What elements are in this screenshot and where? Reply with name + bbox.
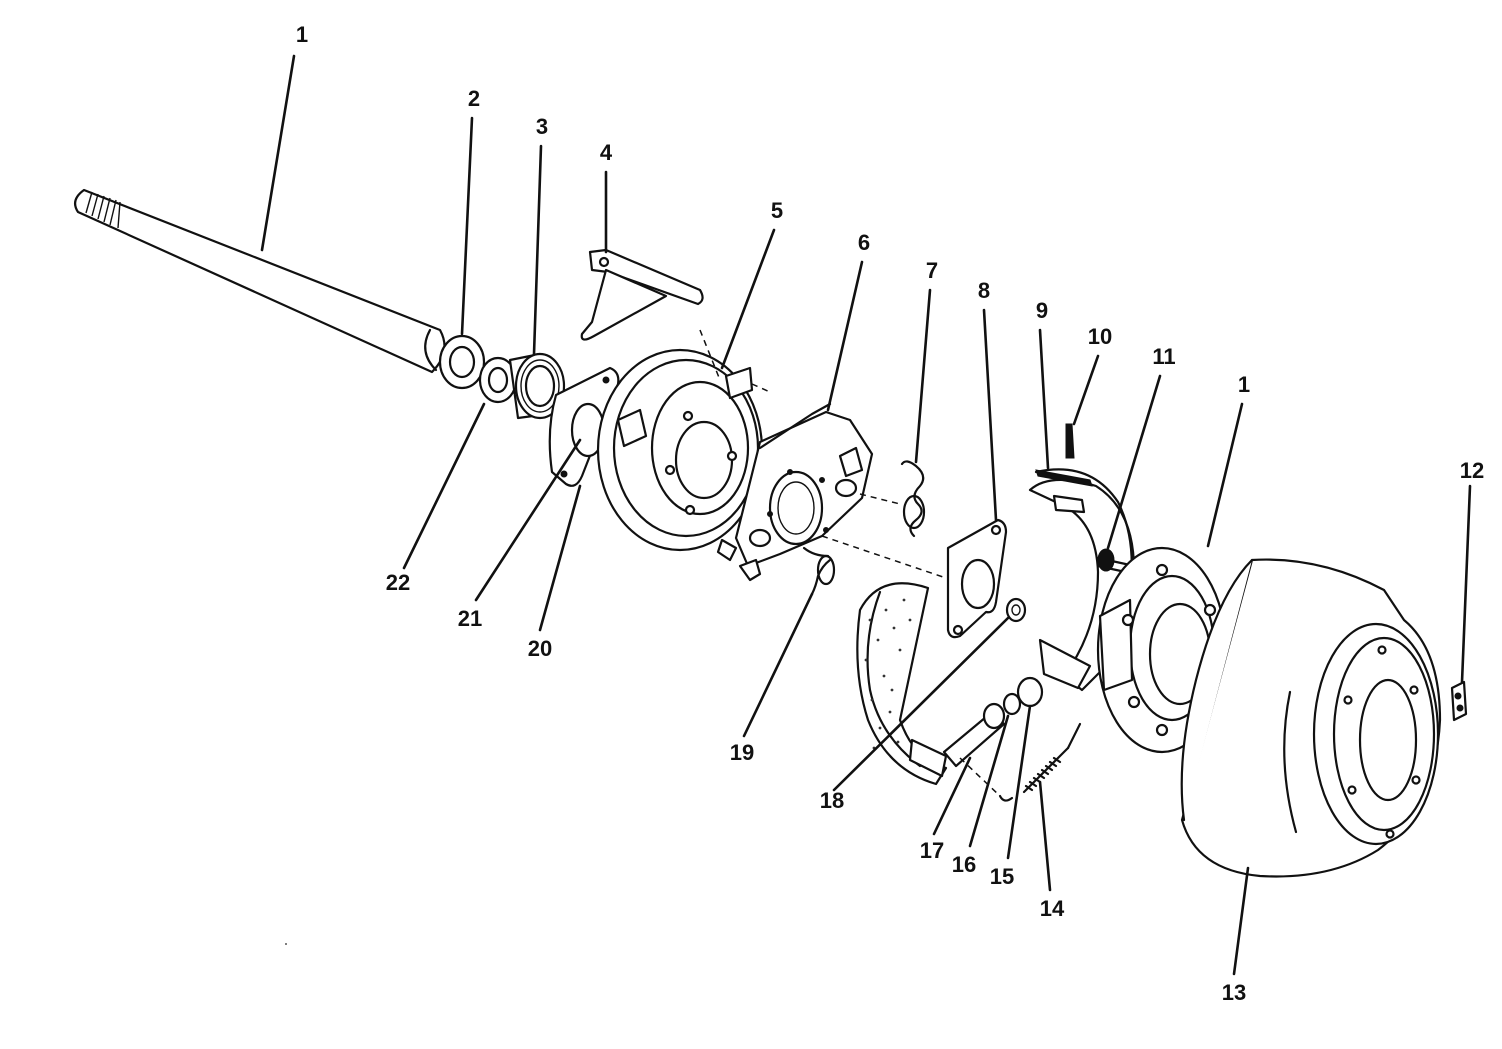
scan-speck (285, 943, 287, 945)
leader-2 (460, 116, 474, 336)
axle-shaft (73, 188, 446, 374)
leader-18 (832, 616, 1010, 792)
spring-19 (802, 546, 836, 596)
callout-18: 18 (820, 788, 844, 813)
leader-1a (260, 54, 296, 252)
callout-8: 8 (978, 278, 990, 303)
parking-brake-lever (580, 248, 704, 341)
brake-drum (1180, 558, 1442, 878)
hold-down-pin (1065, 423, 1075, 459)
adjuster (942, 676, 1044, 797)
callout-9: 9 (1036, 298, 1048, 323)
callout-22: 22 (386, 570, 410, 595)
leader-5 (720, 228, 776, 370)
callout-labels: 1 2 3 4 5 6 7 8 9 10 11 1 12 13 14 15 16… (296, 22, 1484, 1005)
leader-21 (474, 438, 582, 602)
leader-20 (538, 484, 582, 632)
callout-6: 6 (858, 230, 870, 255)
callout-21: 21 (458, 606, 482, 631)
callout-5: 5 (771, 198, 783, 223)
callout-1b: 1 (1238, 372, 1250, 397)
brake-shoe-lower (856, 582, 948, 786)
leader-17 (932, 756, 972, 836)
callout-10: 10 (1088, 324, 1112, 349)
leader-15 (1006, 704, 1032, 860)
leader-1b (1206, 402, 1244, 548)
leader-16 (968, 714, 1010, 848)
callout-11: 11 (1152, 344, 1175, 369)
leader-13 (1232, 866, 1250, 976)
callout-7: 7 (926, 258, 938, 283)
callout-20: 20 (528, 636, 552, 661)
retainer-ring (438, 334, 486, 390)
backing-plate (596, 329, 771, 552)
callout-12: 12 (1460, 458, 1484, 483)
retaining-clip (1450, 680, 1468, 722)
callout-14: 14 (1040, 896, 1065, 921)
spring-14 (998, 722, 1082, 802)
bearing (508, 352, 566, 420)
leader-14 (1038, 780, 1052, 892)
leader-6 (826, 260, 864, 412)
callout-2: 2 (468, 86, 480, 111)
leader-11 (1106, 374, 1162, 550)
nut (1005, 597, 1027, 623)
callout-17: 17 (920, 838, 944, 863)
callout-4: 4 (600, 140, 613, 165)
retainer-plate (548, 366, 620, 487)
leader-12 (1460, 484, 1472, 684)
spring-7 (900, 460, 926, 538)
leader-lines (260, 54, 1472, 976)
callout-15: 15 (990, 864, 1014, 889)
callout-13: 13 (1222, 980, 1246, 1005)
gasket-plate (946, 518, 1008, 639)
leader-3 (532, 144, 543, 356)
leader-7 (914, 288, 932, 464)
callout-1a: 1 (296, 22, 308, 47)
leader-8 (982, 308, 998, 522)
callout-3: 3 (536, 114, 548, 139)
callout-19: 19 (730, 740, 754, 765)
leader-19 (742, 592, 814, 738)
leader-22 (402, 402, 486, 570)
callout-16: 16 (952, 852, 976, 877)
shoe-lining-texture (864, 598, 912, 750)
leader-10 (1072, 354, 1100, 426)
brake-support (716, 402, 947, 582)
leader-9 (1038, 328, 1050, 470)
